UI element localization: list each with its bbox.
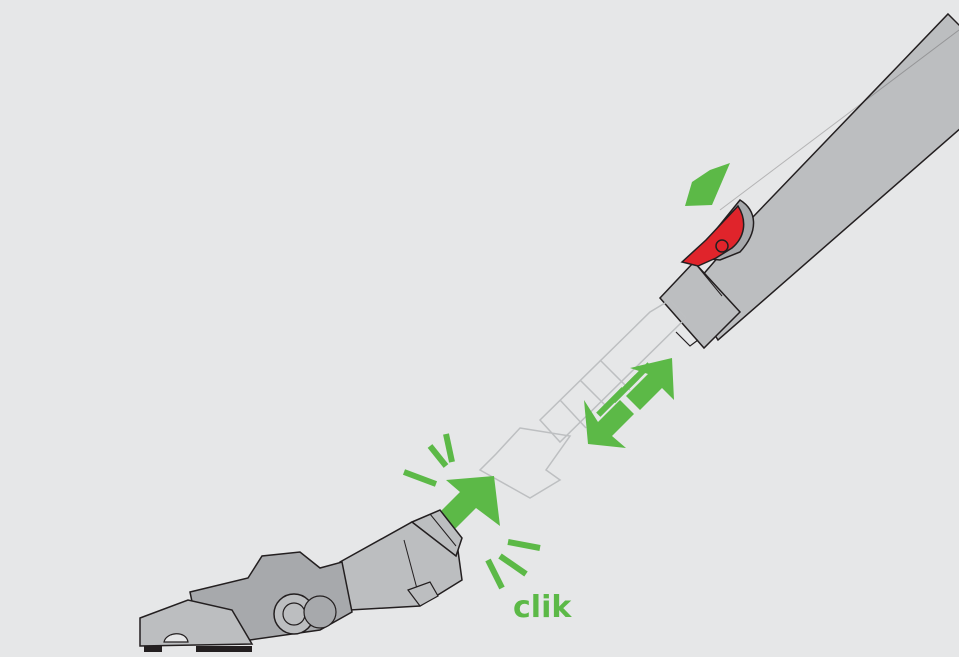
floor-tool bbox=[139, 509, 463, 652]
wand bbox=[658, 12, 959, 350]
ghost-wand-end bbox=[478, 299, 688, 499]
slide-apart-arrows bbox=[584, 358, 674, 448]
press-arrow bbox=[685, 163, 730, 206]
click-burst bbox=[402, 433, 541, 590]
clik-label: clik bbox=[513, 590, 572, 625]
release-button bbox=[680, 199, 755, 267]
